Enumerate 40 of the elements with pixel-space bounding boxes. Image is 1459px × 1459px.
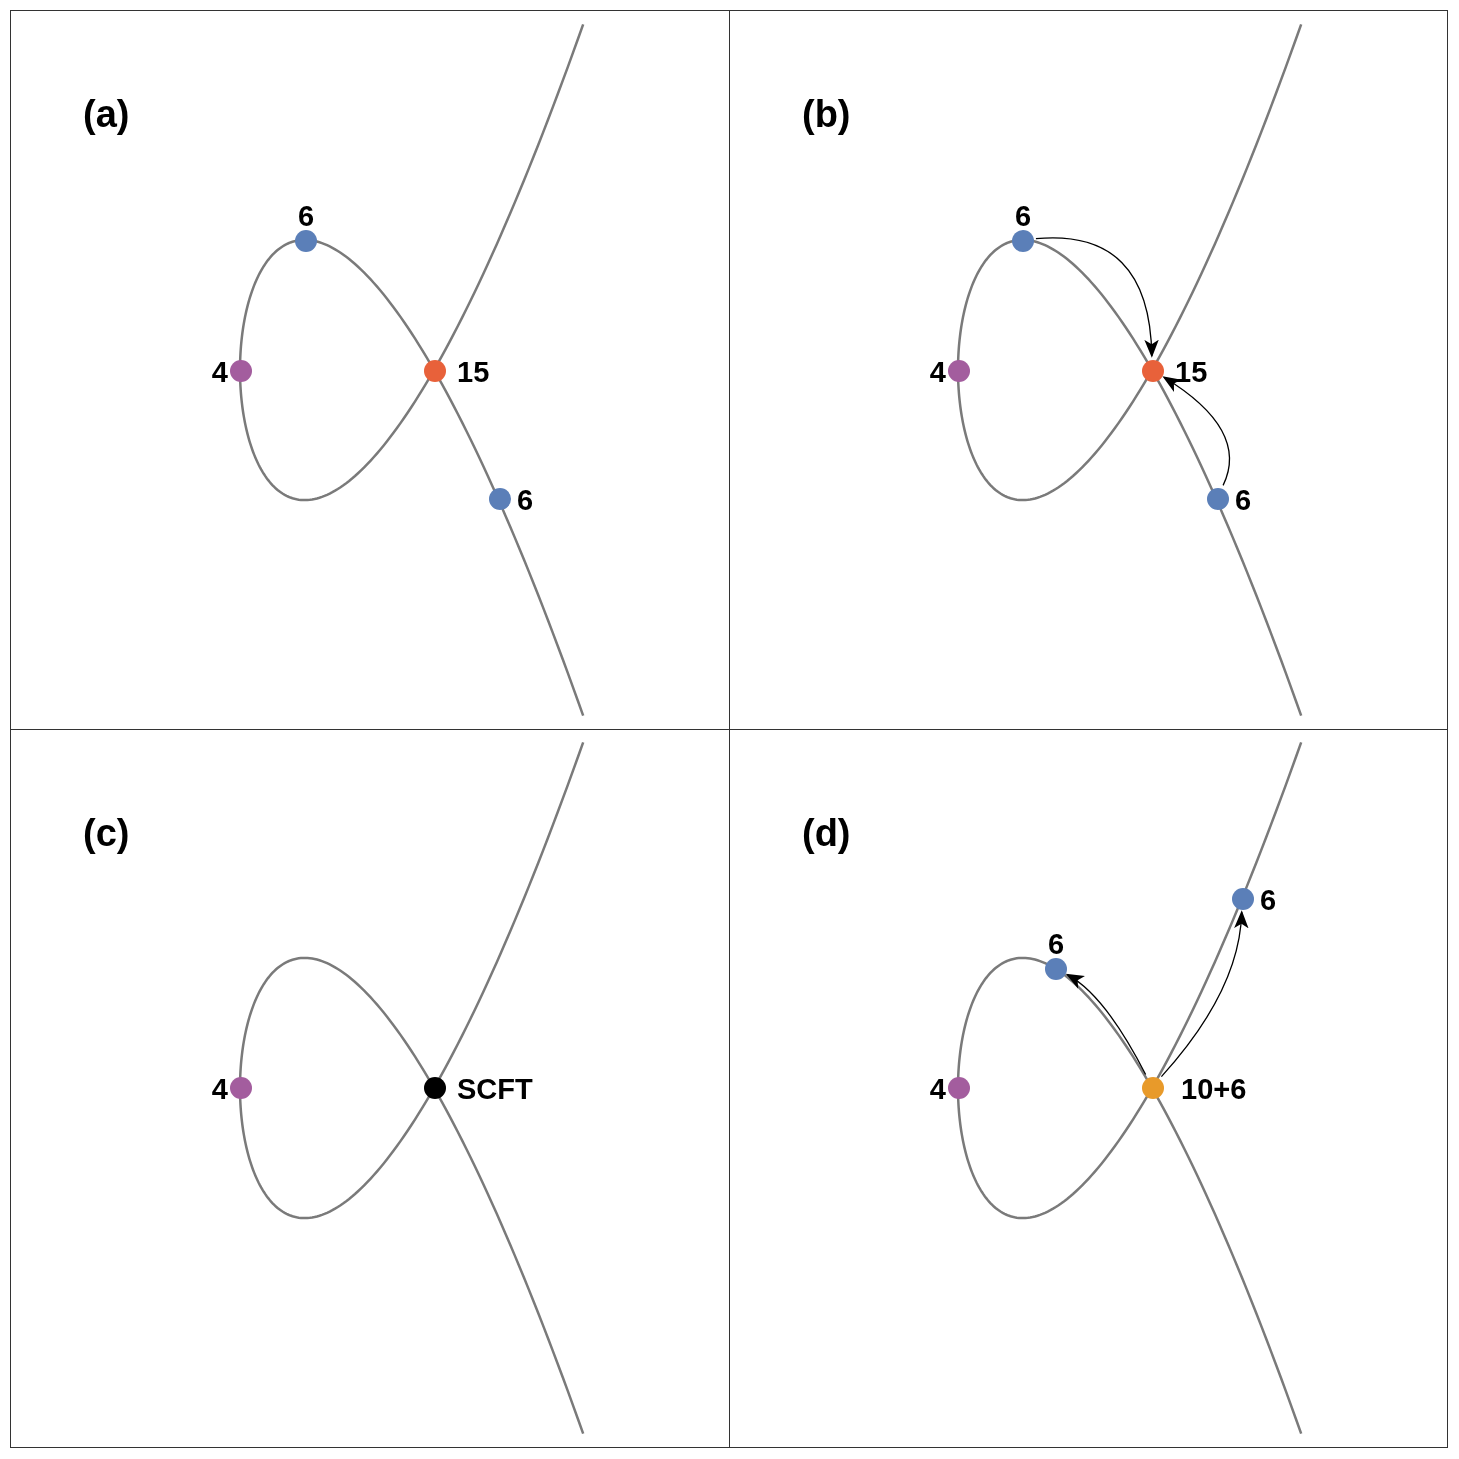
value-label: 4 — [929, 1074, 946, 1104]
dot-marker — [424, 360, 446, 382]
value-label: 6 — [1235, 485, 1252, 515]
arrow — [1160, 910, 1248, 1078]
dot-marker — [230, 1077, 252, 1099]
arrow — [1035, 237, 1159, 358]
arrow — [1065, 973, 1147, 1076]
panel-frame — [729, 729, 1448, 1448]
value-label: 6 — [297, 201, 315, 231]
dot-marker — [230, 360, 252, 382]
value-label: SCFT — [457, 1074, 533, 1104]
panel-frame — [10, 729, 730, 1448]
panel-frame — [729, 10, 1448, 730]
value-label: 10+6 — [1181, 1074, 1247, 1104]
value-label: 4 — [929, 357, 946, 387]
value-label: 4 — [211, 357, 228, 387]
dot-marker — [1142, 1077, 1164, 1099]
value-label: 15 — [1175, 357, 1208, 387]
dot-marker — [1232, 888, 1254, 910]
arrow — [1162, 376, 1231, 487]
dot-marker — [1207, 488, 1229, 510]
dot-marker — [1012, 230, 1034, 252]
dot-marker — [1142, 360, 1164, 382]
dot-marker — [489, 488, 511, 510]
panel-label: (b) — [802, 93, 851, 136]
dot-marker — [1045, 958, 1067, 980]
dot-marker — [948, 1077, 970, 1099]
panel-frame — [10, 10, 730, 730]
value-label: 4 — [211, 1074, 228, 1104]
value-label: 6 — [1014, 201, 1032, 231]
dot-marker — [948, 360, 970, 382]
panel-label: (a) — [83, 93, 130, 136]
value-label: 6 — [517, 485, 534, 515]
panel-label: (c) — [83, 812, 130, 855]
value-label: 6 — [1260, 885, 1277, 915]
dot-marker — [424, 1077, 446, 1099]
dot-marker — [295, 230, 317, 252]
value-label: 6 — [1047, 929, 1065, 959]
panel-label: (d) — [802, 812, 851, 855]
value-label: 15 — [457, 357, 490, 387]
